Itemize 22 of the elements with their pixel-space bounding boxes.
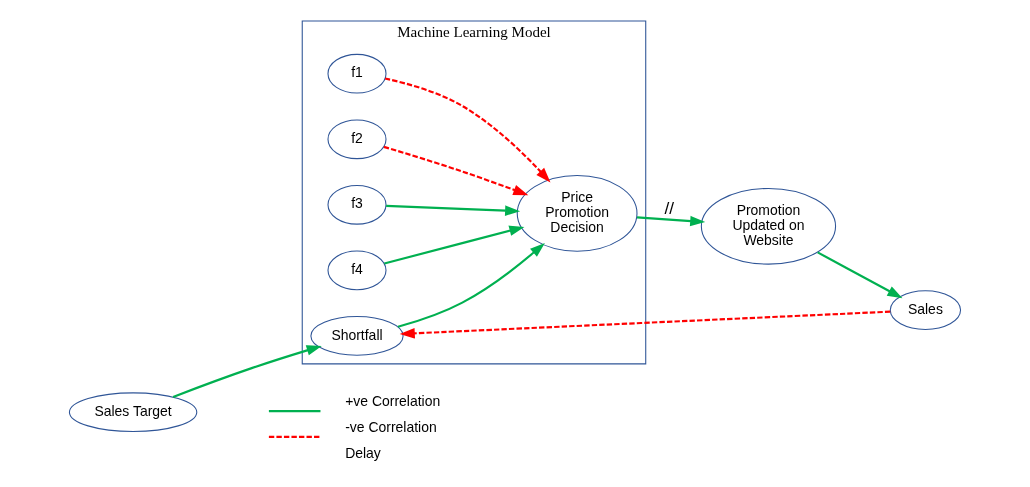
node-ellipse: Price Promotion Decision xyxy=(516,175,638,252)
node-ellipse: Sales xyxy=(889,290,962,330)
node-ellipse: f3 xyxy=(327,184,387,225)
arrow xyxy=(636,215,706,227)
arrow xyxy=(397,242,545,328)
node-ellipse: f2 xyxy=(327,119,387,160)
arrow xyxy=(172,345,322,398)
legend-label: -ve Correlation xyxy=(345,418,437,435)
node-ellipse: Sales Target xyxy=(68,392,198,433)
legend-label: +ve Correlation xyxy=(345,393,441,410)
node-ellipse: Shortfall xyxy=(310,316,404,356)
node-ellipse: f1 xyxy=(327,53,387,94)
arrow xyxy=(386,204,521,216)
arrow xyxy=(384,225,525,265)
arrow xyxy=(384,77,551,183)
arrow xyxy=(383,145,529,196)
node-ellipse: Promotion Updated on Website xyxy=(700,187,837,265)
arrow xyxy=(817,251,903,299)
legend-label: Delay xyxy=(345,444,381,461)
edge-label: // xyxy=(664,198,675,219)
node-ellipse: f4 xyxy=(327,250,387,291)
arrow xyxy=(399,310,891,339)
